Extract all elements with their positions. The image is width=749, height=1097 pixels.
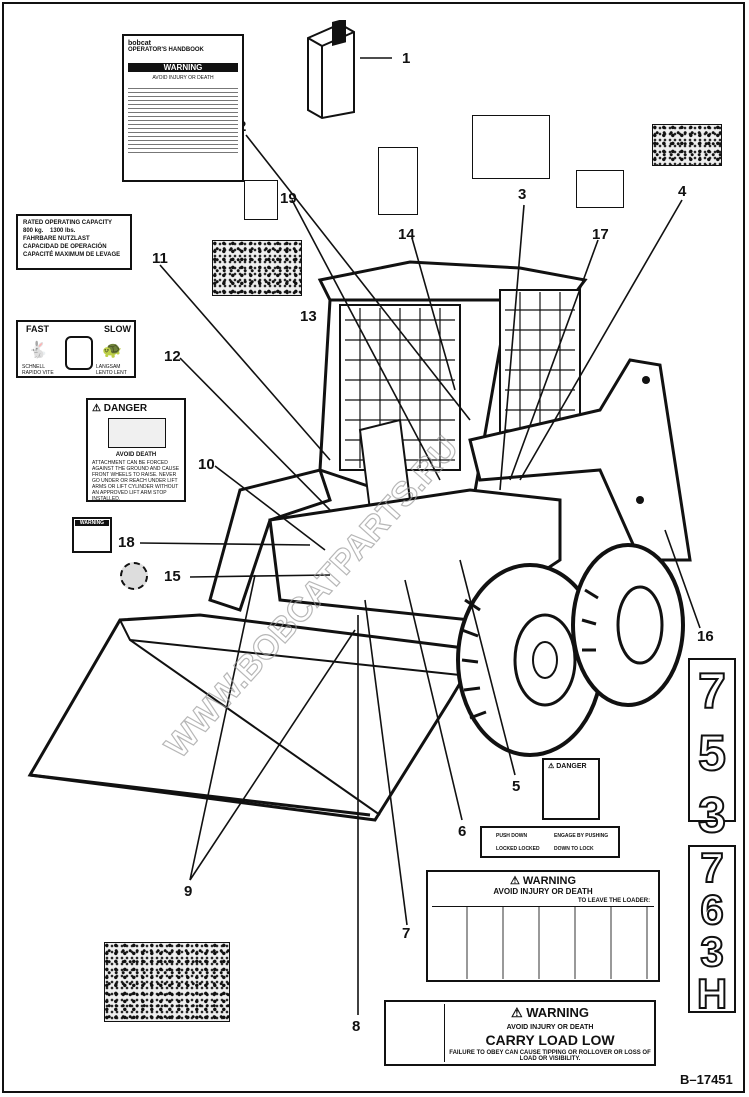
capacity-german: FAHRBARE NUTZLAST bbox=[23, 236, 90, 242]
model-decal-763h: 763H bbox=[688, 844, 736, 1017]
callout-4: 4 bbox=[678, 183, 687, 200]
rated-capacity-decal: RATED OPERATING CAPACITY 800 kg. 1300 lb… bbox=[16, 214, 132, 270]
danger-right-header: ⚠ DANGER bbox=[548, 763, 587, 770]
lock-left-line1: PUSH DOWN bbox=[496, 833, 528, 839]
turtle-icon: 🐢 bbox=[102, 342, 122, 359]
large-warning-header: ⚠ WARNING bbox=[509, 875, 577, 887]
callout-10: 10 bbox=[198, 456, 215, 473]
callout-12: 12 bbox=[164, 348, 181, 365]
callout-6: 6 bbox=[458, 823, 467, 840]
danger-left-header: ⚠ DANGER bbox=[92, 403, 148, 414]
callout-8: 8 bbox=[352, 1018, 361, 1035]
textured-decal-4 bbox=[652, 124, 722, 166]
callout-13: 13 bbox=[300, 308, 317, 325]
bobcat-logo: bobcat bbox=[128, 40, 151, 47]
small-warning-header: WARNING bbox=[75, 520, 109, 526]
capacity-title: RATED OPERATING CAPACITY bbox=[23, 220, 113, 226]
capacity-kg: 800 kg. bbox=[23, 228, 44, 234]
capacity-french: CAPACITÉ MAXIMUM DE LEVAGE bbox=[23, 252, 121, 258]
speed-slow-subtext: LANGSAM LENTO LENT bbox=[96, 364, 127, 376]
handbook-avoid-text: AVOID INJURY OR DEATH bbox=[152, 75, 214, 81]
large-warning-avoid: AVOID INJURY OR DEATH bbox=[493, 887, 593, 896]
carry-load-low-decal: ⚠ WARNING AVOID INJURY OR DEATH CARRY LO… bbox=[384, 1000, 656, 1066]
callout-17: 17 bbox=[592, 226, 609, 243]
callout-5: 5 bbox=[512, 778, 521, 795]
lock-right-line1: ENGAGE BY PUSHING bbox=[554, 833, 609, 839]
pictogram-decal-3 bbox=[472, 115, 550, 179]
carry-load-subtext: FAILURE TO OBEY CAN CAUSE TIPPING OR ROL… bbox=[449, 1050, 651, 1062]
handbook-fine-print bbox=[128, 85, 238, 155]
model-753-text: 753 bbox=[697, 662, 727, 844]
throttle-icon bbox=[65, 336, 93, 370]
callout-14: 14 bbox=[398, 226, 415, 243]
textured-decal-13 bbox=[212, 240, 302, 296]
speed-slow-label: SLOW bbox=[104, 324, 131, 334]
manual-box-icon bbox=[307, 20, 355, 120]
large-warning-leave: TO LEAVE THE LOADER: bbox=[578, 898, 651, 904]
danger-right-decal: ⚠ DANGER bbox=[542, 758, 600, 820]
danger-lift-arm-decal: ⚠ DANGER AVOID DEATH ATTACHMENT CAN BE F… bbox=[86, 398, 186, 502]
capacity-spanish: CAPACIDAD DE OPERACIÓN bbox=[23, 244, 107, 250]
model-decal-753: 753 bbox=[688, 658, 736, 844]
callout-1: 1 bbox=[402, 50, 411, 67]
speed-fast-label: FAST bbox=[26, 324, 50, 334]
warning-leave-loader-decal: ⚠ WARNING AVOID INJURY OR DEATH TO LEAVE… bbox=[426, 870, 660, 982]
operators-handbook-decal: bobcat OPERATOR'S HANDBOOK WARNING AVOID… bbox=[122, 34, 244, 182]
callout-16: 16 bbox=[697, 628, 714, 645]
carry-warning-header: ⚠ WARNING bbox=[448, 1004, 652, 1022]
callout-9: 9 bbox=[184, 883, 193, 900]
callout-15: 15 bbox=[164, 568, 181, 585]
lock-left-line2: LOCKED LOCKED bbox=[496, 846, 540, 852]
callout-11: 11 bbox=[152, 250, 168, 267]
model-763h-text: 763H bbox=[696, 844, 728, 1017]
speed-fast-subtext: SCHNELL RAPIDO VITE bbox=[22, 364, 54, 376]
figure-id: B–17451 bbox=[680, 1072, 733, 1087]
capacity-lbs: 1300 lbs. bbox=[50, 228, 76, 234]
large-warning-pictograms bbox=[432, 906, 654, 979]
handbook-warning-header: WARNING bbox=[128, 63, 238, 72]
pictogram-decal-17 bbox=[576, 170, 624, 208]
carry-load-pictogram bbox=[388, 1004, 445, 1062]
speed-control-decal: FAST SLOW 🐇 🐢 SCHNELL RAPIDO VITE LANGSA… bbox=[16, 320, 136, 378]
carry-avoid-text: AVOID INJURY OR DEATH bbox=[506, 1024, 594, 1031]
danger-pictogram bbox=[108, 418, 166, 448]
textured-decal-9 bbox=[104, 942, 230, 1022]
pictogram-decal-2 bbox=[378, 147, 418, 215]
small-warning-decal: WARNING bbox=[72, 517, 112, 553]
lock-instruction-decal: PUSH DOWN LOCKED LOCKED ENGAGE BY PUSHIN… bbox=[480, 826, 620, 858]
danger-left-body: ATTACHMENT CAN BE FORCED AGAINST THE GRO… bbox=[92, 460, 180, 502]
callout-3: 3 bbox=[518, 186, 527, 203]
lock-right-line2: DOWN TO LOCK bbox=[554, 846, 594, 852]
callout-18: 18 bbox=[118, 534, 135, 551]
callout-7: 7 bbox=[402, 925, 411, 942]
round-seal-decal bbox=[120, 562, 148, 590]
handbook-title: OPERATOR'S HANDBOOK bbox=[128, 47, 204, 53]
carry-load-low-text: CARRY LOAD LOW bbox=[485, 1032, 615, 1048]
callout-19: 19 bbox=[280, 190, 297, 207]
danger-left-avoid: AVOID DEATH bbox=[115, 452, 157, 458]
pictogram-decal-19 bbox=[244, 180, 278, 220]
rabbit-icon: 🐇 bbox=[28, 342, 48, 359]
